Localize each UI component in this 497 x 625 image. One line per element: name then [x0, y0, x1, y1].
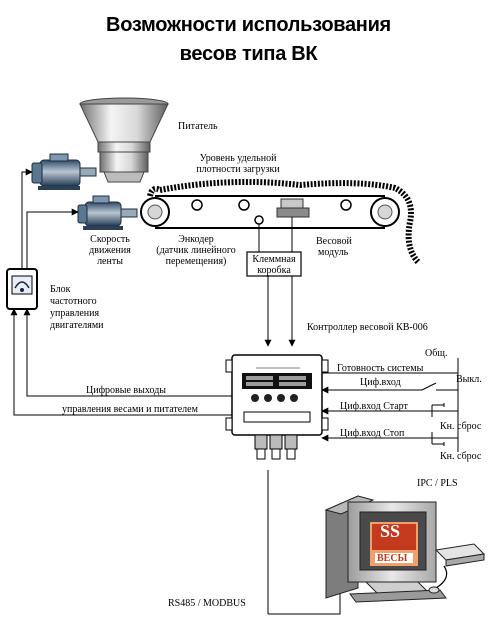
terminal-box [246, 251, 302, 277]
label-common: Общ. [425, 348, 448, 359]
controller-kv-006 [225, 354, 329, 460]
label-digital-out-2: управления весами и питателем [62, 404, 198, 415]
label-digital-out-1: Цифровые выходы [86, 385, 167, 396]
weigh-module [276, 198, 310, 218]
label-vfd-2: частотного [50, 296, 97, 307]
logo-mark: SS [380, 521, 400, 541]
reset-buttons [431, 403, 445, 446]
label-off: Выкл. [456, 374, 482, 385]
label-terminal-1: Клеммная [252, 254, 296, 265]
label-feeder: Питатель [178, 121, 218, 132]
label-density-1: Уровень удельной [199, 153, 277, 164]
label-density-2: плотности загрузки [196, 164, 280, 175]
label-encoder-2: (датчик линейного [156, 245, 236, 256]
label-encoder-3: перемещения) [165, 256, 227, 267]
encoder-wheel [254, 215, 264, 225]
label-encoder-1: Энкодер [178, 234, 214, 245]
label-rs485: RS485 / MODBUS [168, 598, 246, 609]
title-line-1: Возможности использования [106, 14, 391, 36]
label-ready-1: Готовность системы [337, 363, 424, 374]
feeder-hopper [79, 97, 169, 183]
label-reset-1: Кн. сброс [440, 421, 482, 432]
label-vfd-3: управления [50, 308, 100, 319]
label-vfd-1: Блок [50, 284, 71, 295]
vfd-block [6, 268, 38, 310]
label-terminal-2: коробка [257, 265, 291, 276]
conveyor-belt [140, 178, 421, 265]
logo-text: ВЕСЫ [377, 553, 408, 564]
label-ipc: IPC / PLS [417, 478, 458, 489]
label-speed-3: ленты [97, 256, 123, 267]
ipc-computer [324, 495, 486, 603]
label-ready-2: Циф.вход [360, 377, 401, 388]
title-line-2: весов типа ВК [179, 43, 318, 65]
label-weigh-module-1: Весовой [316, 236, 352, 247]
label-vfd-4: двигателями [50, 320, 104, 331]
label-speed-1: Скорость [90, 234, 130, 245]
wiring [10, 168, 459, 615]
label-stop-input: Циф.вход Стоп [340, 428, 405, 439]
belt-motor [77, 195, 138, 230]
label-controller: Контроллер весовой КВ-006 [307, 322, 428, 333]
feeder-motor [31, 153, 97, 190]
label-start-input: Циф.вход Старт [340, 401, 408, 412]
label-speed-2: движения [89, 245, 131, 256]
label-weigh-module-2: модуль [318, 247, 349, 258]
label-reset-2: Кн. сброс [440, 451, 482, 462]
